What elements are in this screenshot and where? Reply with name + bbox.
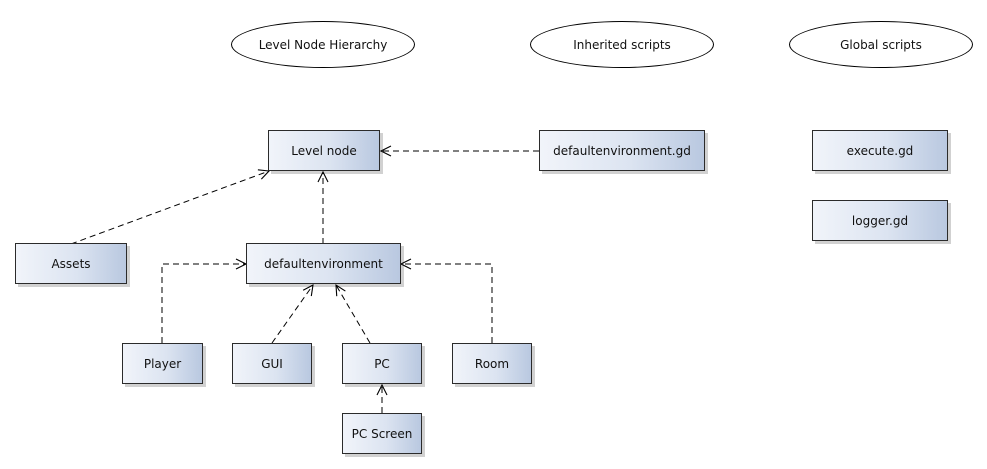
node-assets-label: Assets bbox=[51, 256, 91, 271]
node-defaultenvironment-label: defaultenvironment bbox=[264, 256, 383, 271]
header-inherited-scripts: Inherited scripts bbox=[530, 21, 714, 68]
header-level-node-hierarchy: Level Node Hierarchy bbox=[231, 21, 415, 68]
node-assets: Assets bbox=[15, 243, 127, 284]
node-defaultenvironment-gd-label: defaultenvironment.gd bbox=[553, 143, 691, 158]
node-defaultenvironment: defaultenvironment bbox=[246, 243, 401, 284]
header-global-scripts-label: Global scripts bbox=[840, 37, 922, 52]
header-level-node-hierarchy-label: Level Node Hierarchy bbox=[258, 37, 388, 52]
node-gui: GUI bbox=[232, 343, 312, 384]
node-pc-screen-label: PC Screen bbox=[351, 426, 413, 441]
node-room-label: Room bbox=[474, 356, 510, 371]
node-gui-label: GUI bbox=[261, 356, 283, 371]
node-level-node-label: Level node bbox=[291, 143, 357, 158]
node-player-label: Player bbox=[143, 356, 182, 371]
node-logger-gd: logger.gd bbox=[812, 200, 948, 241]
edge-assets-to-levelnode bbox=[70, 171, 269, 245]
node-pc: PC bbox=[342, 343, 422, 384]
node-level-node: Level node bbox=[268, 130, 380, 171]
node-logger-gd-label: logger.gd bbox=[851, 213, 909, 228]
edge-player-to-defaultenvironment bbox=[161, 264, 246, 343]
edge-pc-to-defaultenvironment bbox=[336, 285, 371, 344]
node-execute-gd-label: execute.gd bbox=[846, 143, 914, 158]
header-inherited-scripts-label: Inherited scripts bbox=[573, 37, 671, 52]
node-room: Room bbox=[452, 343, 532, 384]
node-defaultenvironment-gd: defaultenvironment.gd bbox=[539, 130, 705, 171]
edge-room-to-defaultenvironment bbox=[401, 264, 493, 343]
node-pc-label: PC bbox=[374, 356, 390, 371]
node-pc-screen: PC Screen bbox=[342, 413, 422, 454]
node-player: Player bbox=[122, 343, 203, 384]
header-global-scripts: Global scripts bbox=[789, 21, 973, 68]
node-execute-gd: execute.gd bbox=[812, 130, 948, 171]
edge-gui-to-defaultenvironment bbox=[271, 285, 313, 344]
